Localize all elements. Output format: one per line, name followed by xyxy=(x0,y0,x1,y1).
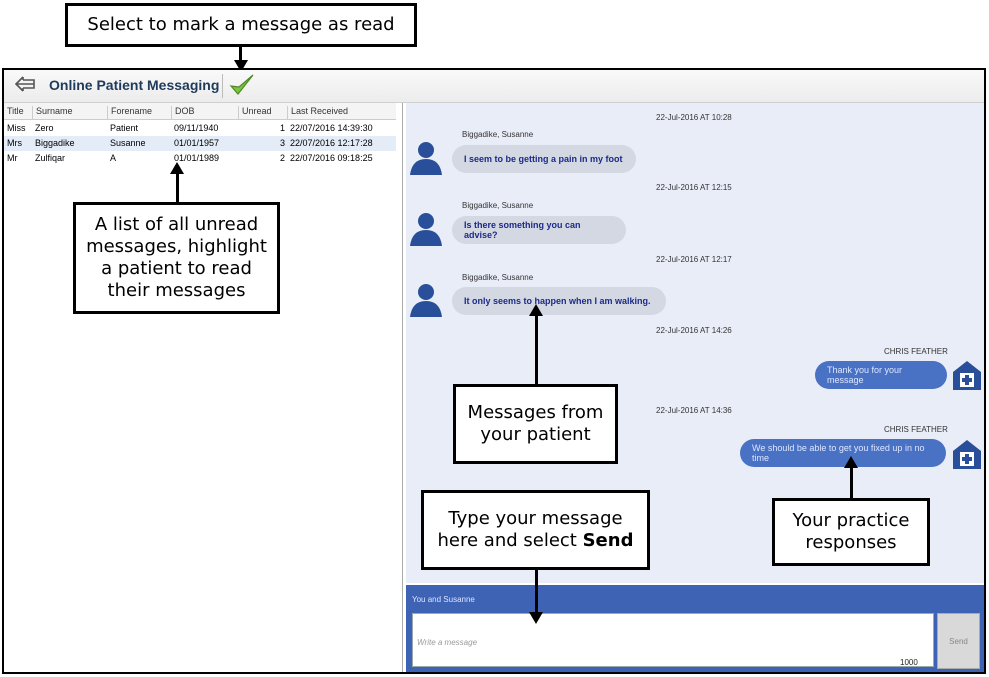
message-input[interactable]: Write a message xyxy=(412,613,934,667)
col-surname[interactable]: Surname xyxy=(32,106,73,119)
table-row[interactable]: Mr Zulfiqar A 01/01/1989 2 22/07/2016 09… xyxy=(4,151,396,166)
callout-patient-messages-text: Messages from your patient xyxy=(467,402,604,445)
callout-arrowhead xyxy=(529,304,543,316)
callout-arrow xyxy=(535,570,538,614)
callout-type-message: Type your message here and select Send xyxy=(421,490,650,570)
callout-patient-messages: Messages from your patient xyxy=(453,384,618,464)
row-unread: 1 xyxy=(280,123,286,133)
table-row[interactable]: Mrs Biggadike Susanne 01/01/1957 3 22/07… xyxy=(4,136,396,151)
message-timestamp: 22-Jul-2016 AT 10:28 xyxy=(656,113,732,122)
col-forename[interactable]: Forename xyxy=(107,106,152,119)
callout-arrowhead xyxy=(170,162,184,174)
row-forename: Patient xyxy=(110,123,139,133)
callout-arrow xyxy=(176,172,179,202)
row-title: Mr xyxy=(7,153,18,163)
incoming-message-bubble: It only seems to happen when I am walkin… xyxy=(452,287,666,315)
patient-list: Title Surname Forename DOB Unread Last R… xyxy=(4,103,403,672)
col-unread[interactable]: Unread xyxy=(238,106,272,119)
row-surname: Zulfiqar xyxy=(35,153,66,163)
message-timestamp: 22-Jul-2016 AT 14:36 xyxy=(656,406,732,415)
patient-avatar-icon xyxy=(410,284,442,317)
practice-avatar-icon xyxy=(953,361,981,390)
row-dob: 01/01/1957 xyxy=(174,138,220,148)
row-last-received: 22/07/2016 14:39:30 xyxy=(290,123,373,133)
toolbar-divider xyxy=(222,74,223,98)
character-counter: 1000 xyxy=(900,658,918,667)
send-button[interactable]: Send xyxy=(937,613,980,669)
outgoing-message-bubble: Thank you for your message xyxy=(815,361,947,389)
callout-patient-list: A list of all unread messages, highlight… xyxy=(73,202,280,314)
patient-avatar-icon xyxy=(410,142,442,175)
row-surname: Zero xyxy=(35,123,54,133)
row-dob: 09/11/1940 xyxy=(174,123,219,133)
callout-type-message-bold: Send xyxy=(582,530,634,551)
conversation-label: You and Susanne xyxy=(412,595,475,604)
callout-mark-read: Select to mark a message as read xyxy=(65,3,417,47)
patient-avatar-icon xyxy=(410,213,442,246)
incoming-message-bubble: Is there something you can advise? xyxy=(452,216,626,244)
row-unread: 3 xyxy=(280,138,286,148)
row-title: Mrs xyxy=(7,138,22,148)
message-timestamp: 22-Jul-2016 AT 14:26 xyxy=(656,326,732,335)
callout-arrowhead xyxy=(529,612,543,624)
callout-arrowhead xyxy=(844,456,858,468)
list-header: Title Surname Forename DOB Unread Last R… xyxy=(4,103,396,120)
practice-avatar-icon xyxy=(953,440,981,469)
callout-type-message-text: Type your message here and select Send xyxy=(434,508,637,552)
message-timestamp: 22-Jul-2016 AT 12:17 xyxy=(656,255,732,264)
callout-practice-responses: Your practice responses xyxy=(772,498,930,566)
message-sender: Biggadike, Susanne xyxy=(462,273,534,282)
messaging-window: Online Patient Messaging Title Surname F… xyxy=(2,68,986,674)
callout-mark-read-text: Select to mark a message as read xyxy=(87,14,395,35)
message-sender: Biggadike, Susanne xyxy=(462,130,534,139)
window-title: Online Patient Messaging xyxy=(49,77,220,93)
row-forename: Susanne xyxy=(110,138,146,148)
checkmark-icon[interactable] xyxy=(228,72,256,103)
callout-practice-responses-text: Your practice responses xyxy=(792,510,910,553)
message-sender: CHRIS FEATHER xyxy=(884,425,948,434)
row-last-received: 22/07/2016 09:18:25 xyxy=(290,153,373,163)
callout-arrow xyxy=(535,314,538,384)
callout-arrow xyxy=(239,47,242,63)
row-title: Miss xyxy=(7,123,26,133)
row-dob: 01/01/1989 xyxy=(174,153,220,163)
table-row[interactable]: Miss Zero Patient 09/11/1940 1 22/07/201… xyxy=(4,121,396,136)
callout-patient-list-text: A list of all unread messages, highlight… xyxy=(86,214,267,301)
row-unread: 2 xyxy=(280,153,286,163)
compose-area: You and Susanne Write a message 1000 Sen… xyxy=(406,585,984,672)
toolbar: Online Patient Messaging xyxy=(4,70,984,103)
message-timestamp: 22-Jul-2016 AT 12:15 xyxy=(656,183,732,192)
message-sender: CHRIS FEATHER xyxy=(884,347,948,356)
row-surname: Biggadike xyxy=(35,138,75,148)
callout-type-message-pre: Type your message here and select xyxy=(437,508,623,551)
row-last-received: 22/07/2016 12:17:28 xyxy=(290,138,373,148)
col-title[interactable]: Title xyxy=(7,106,24,116)
col-last-received[interactable]: Last Received xyxy=(287,106,348,119)
back-arrow-icon[interactable] xyxy=(14,75,36,98)
incoming-message-bubble: I seem to be getting a pain in my foot xyxy=(452,145,636,173)
message-sender: Biggadike, Susanne xyxy=(462,201,534,210)
outgoing-message-bubble: We should be able to get you fixed up in… xyxy=(740,439,946,467)
col-dob[interactable]: DOB xyxy=(171,106,195,119)
row-forename: A xyxy=(110,153,117,163)
callout-arrow xyxy=(850,466,853,498)
